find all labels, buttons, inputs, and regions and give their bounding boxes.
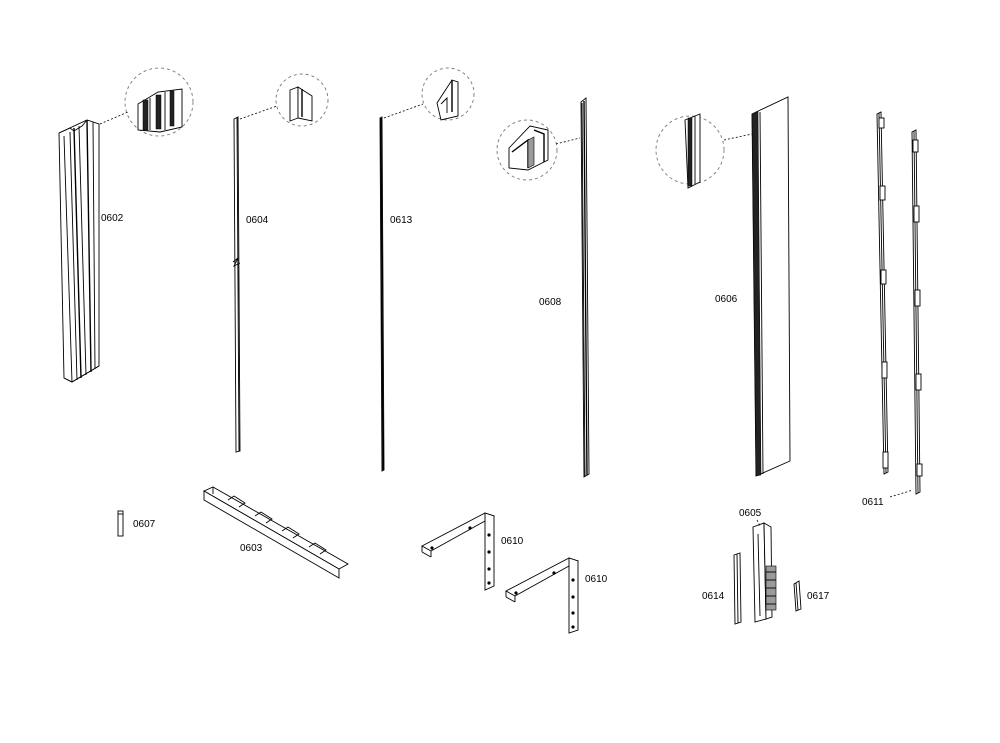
part-0611-strips bbox=[876, 111, 923, 498]
detail-circle-0608 bbox=[496, 119, 581, 181]
label-0602: 0602 bbox=[101, 213, 124, 224]
part-0610a-bracket bbox=[421, 512, 496, 591]
detail-circle-0602 bbox=[99, 67, 194, 137]
part-0607-pin bbox=[117, 510, 124, 537]
label-0610a: 0610 bbox=[501, 536, 524, 547]
label-0607: 0607 bbox=[133, 519, 156, 530]
part-0614-plate bbox=[733, 552, 742, 625]
part-0602-channel-profile bbox=[58, 119, 100, 383]
label-0610b: 0610 bbox=[585, 574, 608, 585]
part-0608-rod bbox=[580, 97, 590, 478]
part-0604-rod bbox=[232, 116, 241, 453]
label-0603: 0603 bbox=[240, 543, 263, 554]
label-0608: 0608 bbox=[539, 297, 562, 308]
part-0605-hinge bbox=[752, 519, 777, 623]
part-0613-rod bbox=[379, 116, 385, 472]
label-0606: 0606 bbox=[715, 294, 738, 305]
part-0603-rail bbox=[203, 486, 349, 579]
detail-circle-0604 bbox=[239, 73, 329, 127]
part-0610b-bracket bbox=[505, 557, 580, 634]
detail-circle-0606 bbox=[655, 113, 753, 189]
label-0611: 0611 bbox=[862, 497, 884, 508]
label-0617: 0617 bbox=[807, 591, 830, 602]
label-0605: 0605 bbox=[739, 508, 762, 519]
part-0606-panel bbox=[751, 96, 791, 477]
label-0613: 0613 bbox=[390, 215, 413, 226]
label-0614: 0614 bbox=[702, 591, 725, 602]
part-0617-plate bbox=[793, 580, 802, 612]
label-0604: 0604 bbox=[246, 215, 269, 226]
detail-circle-0613 bbox=[383, 67, 475, 121]
